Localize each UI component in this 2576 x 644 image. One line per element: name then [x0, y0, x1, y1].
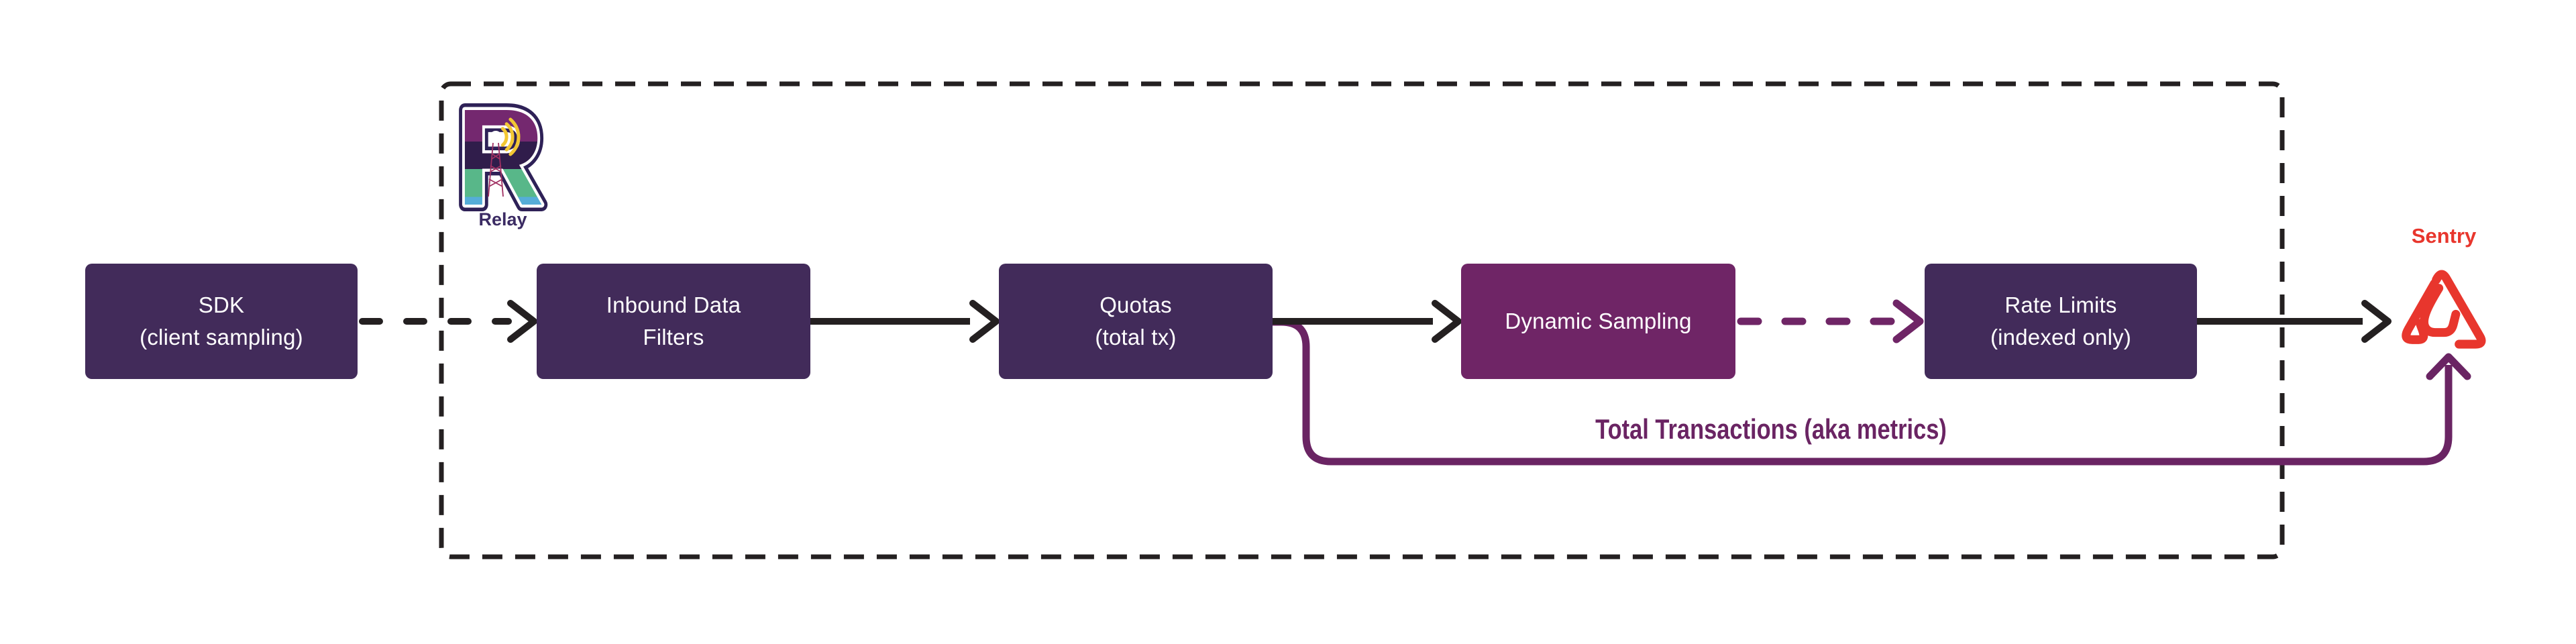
svg-text:R: R [457, 80, 544, 233]
edge-ratelimits-to-sentry-arrowhead-icon [2361, 300, 2392, 343]
relay-logo-icon: R R R [450, 74, 550, 240]
svg-text:R: R [457, 80, 544, 233]
node-quotas-label-line2: (total tx) [1095, 325, 1177, 350]
node-quotas-label-line1: Quotas [1099, 292, 1172, 317]
node-sdk-label-line2: (client sampling) [140, 325, 303, 350]
relay-tower-icon [488, 142, 504, 197]
relay-signal-arcs-icon [500, 117, 521, 156]
edge-sdk-to-inbound-arrowhead-icon [507, 300, 537, 343]
edge-quotas-to-sentry-metrics-line [1273, 318, 2453, 466]
sentry-logo-icon [2402, 270, 2486, 349]
node-ratelimits-label-line1: Rate Limits [2004, 292, 2117, 317]
node-sdk: SDK (client sampling) [85, 264, 358, 379]
sentry-label: Sentry [2411, 224, 2477, 248]
node-sdk-label-line1: SDK [198, 292, 245, 317]
metrics-edge-label: Total Transactions (aka metrics) [1595, 413, 1947, 445]
node-inbound-label-line2: Filters [643, 325, 704, 350]
edge-quotas-to-dynamic-arrowhead-icon [1432, 300, 1462, 343]
node-inbound-data-filters: Inbound Data Filters [537, 264, 810, 379]
node-dynamic-label-line1: Dynamic Sampling [1505, 309, 1692, 333]
relay-label: Relay [478, 209, 527, 229]
node-rate-limits: Rate Limits (indexed only) [1925, 264, 2197, 379]
node-dynamic-sampling: Dynamic Sampling [1461, 264, 1735, 379]
edge-quotas-to-sentry-arrowhead-icon [2426, 353, 2471, 380]
edge-inbound-to-quotas-arrowhead-icon [969, 300, 1000, 343]
relay-beacon-dot-icon [490, 131, 502, 143]
node-ratelimits-label-line2: (indexed only) [1990, 325, 2132, 350]
svg-text:R: R [457, 80, 544, 233]
edge-dynamic-to-ratelimits-arrowhead-icon [1892, 299, 1924, 343]
node-quotas: Quotas (total tx) [999, 264, 1273, 379]
node-inbound-label-line1: Inbound Data [606, 292, 741, 317]
